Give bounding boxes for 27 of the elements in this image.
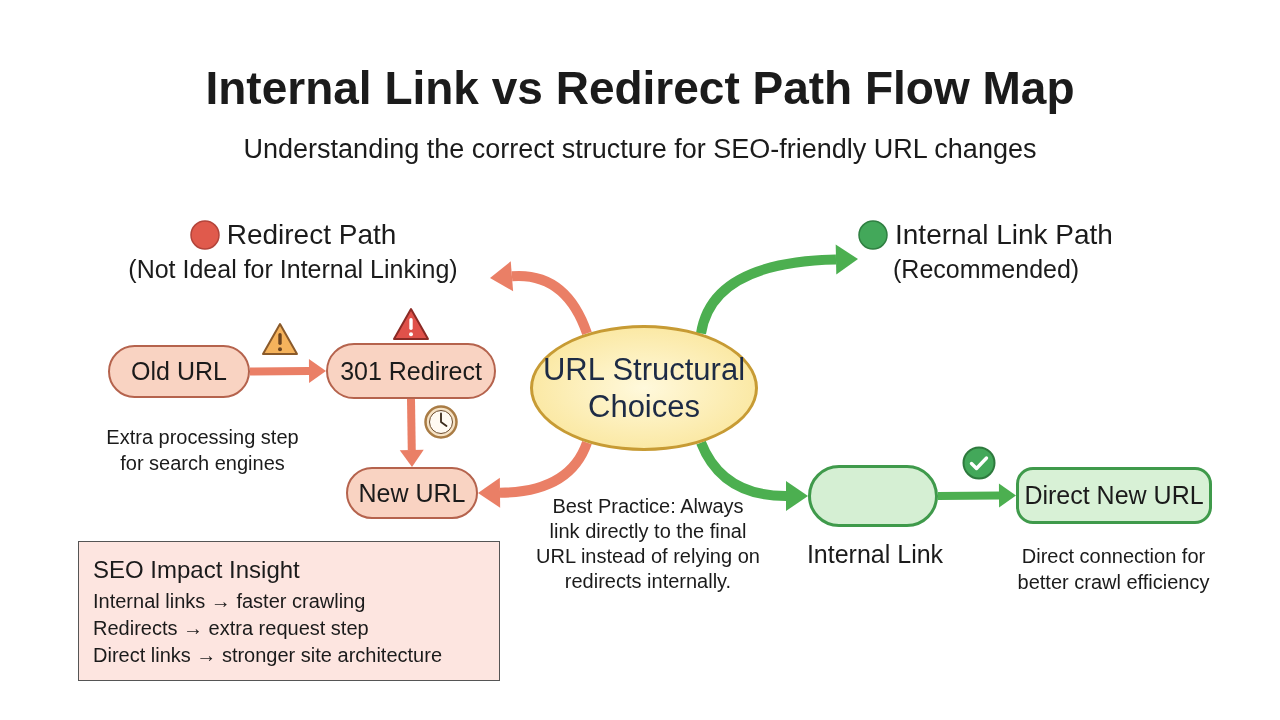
path-note: (Recommended): [892, 254, 1081, 285]
panel-heading: SEO Impact Insight: [93, 555, 301, 585]
url-pill: Old URL: [108, 345, 250, 398]
insight-line: Direct links → stronger site architecture: [93, 643, 443, 668]
note-text: Extra processing step for search engines: [105, 425, 300, 476]
result-box: Direct New URL: [1016, 467, 1212, 524]
node-caption: Direct connection for better crawl efficiency: [1016, 544, 1211, 595]
node-label: Internal Link: [805, 539, 945, 569]
note-text: Best Practice: Always link directly to the final URL instead of relying on redirects internally.: [535, 494, 761, 594]
path-heading: Internal Link Path: [895, 218, 1113, 252]
central-ellipse: URL Structural Choices: [530, 325, 758, 451]
arrow: [249, 359, 326, 384]
arrow: [696, 440, 808, 511]
path-note: (Not Ideal for Internal Linking): [127, 254, 459, 285]
url-pill: 301 Redirect: [326, 343, 496, 399]
arrow: [696, 244, 858, 335]
insight-line: Redirects → extra request step: [93, 616, 370, 641]
insight-panel: [78, 541, 500, 681]
arrow: [937, 483, 1016, 508]
diagram-title: Internal Link vs Redirect Path Flow Map: [204, 61, 1076, 116]
subtitle: Understanding the correct structure for SEO-friendly URL changes: [242, 133, 1038, 166]
arrow: [489, 261, 592, 336]
insight-line: Internal links → faster crawling: [93, 589, 367, 614]
url-pill: New URL: [346, 467, 478, 519]
arrow: [399, 398, 424, 467]
path-heading: Redirect Path: [226, 218, 397, 252]
arrow: [478, 440, 592, 508]
